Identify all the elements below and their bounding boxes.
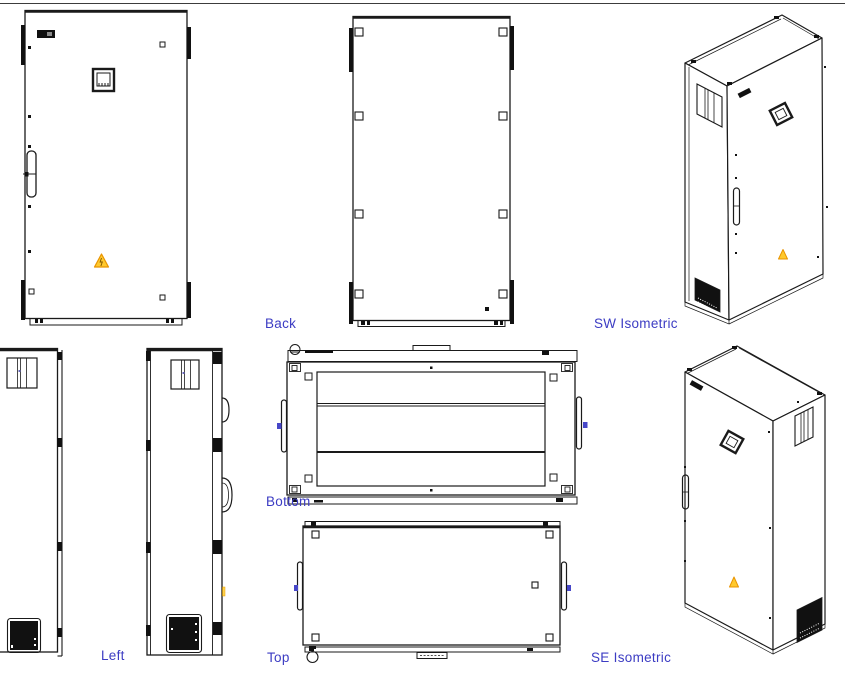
left-side-view-drawing[interactable] — [140, 340, 240, 670]
bottom-vent-icon — [165, 613, 203, 654]
bottom-vent-icon — [694, 277, 721, 313]
louver-panel-icon — [316, 371, 546, 487]
nameplate-icon — [737, 87, 752, 99]
display-window-icon — [719, 429, 745, 455]
fastener-squares — [311, 530, 554, 642]
view-label-top: Top — [267, 650, 290, 665]
side-vent-grille-icon — [794, 406, 814, 447]
caster-circle — [289, 344, 301, 355]
back-view-drawing[interactable] — [335, 12, 517, 332]
door-handle-icon — [681, 474, 690, 510]
door-handle-icon — [23, 150, 37, 198]
cabinet-front-face — [684, 371, 774, 651]
se-isometric-view-drawing[interactable] — [655, 340, 845, 684]
side-handles — [294, 561, 571, 611]
view-label-left: Left — [101, 648, 125, 663]
view-label-sw-isometric: SW Isometric — [594, 316, 678, 331]
center-tab — [416, 652, 448, 659]
warning-triangle-icon — [729, 576, 739, 588]
top-panel-outline — [302, 525, 561, 646]
back-panel-outline — [352, 15, 511, 322]
bottom-vent-icon — [6, 617, 42, 654]
flange-ticks — [311, 522, 548, 526]
back-flange — [304, 521, 561, 527]
cabinet-front-face — [726, 37, 824, 321]
front-flange — [304, 646, 561, 653]
side-vent-grille-icon — [696, 83, 723, 128]
side-panel-outline — [146, 347, 223, 656]
door-edge-dots — [684, 431, 771, 619]
base-rail — [357, 320, 506, 327]
caster-circle — [306, 646, 319, 664]
nameplate-icon — [689, 380, 704, 391]
door-edge-latches — [57, 352, 62, 637]
door-edge-dots — [735, 66, 828, 258]
bottom-panel-outline — [286, 361, 576, 496]
front-flange — [287, 496, 578, 505]
base-rail-ticks — [361, 321, 503, 325]
bottom-view-drawing[interactable] — [270, 340, 595, 510]
cabinet-door-outline — [24, 9, 188, 320]
fastener-squares — [304, 372, 558, 483]
hinge-bars — [21, 25, 191, 320]
warning-triangle-icon — [778, 249, 788, 260]
base-rail — [29, 318, 183, 326]
display-window-icon — [768, 101, 794, 127]
sw-isometric-view-drawing[interactable] — [655, 5, 845, 335]
bottom-vent-icon — [796, 596, 823, 644]
side-vent-grille-icon — [170, 359, 200, 390]
fastener-squares — [354, 27, 508, 299]
warning-label-edge — [222, 586, 226, 597]
side-panel-outline — [0, 347, 59, 653]
view-label-bottom: Bottom — [266, 494, 311, 509]
view-label-back: Back — [265, 316, 297, 331]
display-window-icon — [91, 67, 116, 93]
door-edge-dots — [28, 46, 31, 253]
lifting-tab — [412, 345, 451, 351]
center-dots — [430, 366, 433, 492]
right-side-view-drawing[interactable] — [0, 340, 70, 670]
hinge-bars — [349, 26, 514, 324]
base-rail-ticks — [35, 319, 174, 323]
hinge-marks — [146, 351, 222, 636]
door-handle-profile — [221, 397, 233, 513]
warning-triangle-icon — [93, 253, 110, 268]
fastener-squares — [28, 41, 166, 301]
drain-plug — [485, 307, 489, 311]
front-view-drawing[interactable] — [20, 8, 192, 330]
flange-marks — [305, 350, 549, 355]
corner-brackets — [289, 363, 573, 494]
side-handles — [277, 396, 588, 453]
corner-fittings — [691, 16, 819, 85]
top-view-drawing[interactable] — [285, 518, 585, 668]
side-vent-grille-icon — [6, 357, 38, 389]
door-handle-icon — [732, 187, 741, 226]
corner-fittings — [687, 346, 822, 403]
sheet-top-border — [0, 3, 845, 4]
nameplate-icon — [37, 30, 55, 38]
view-label-se-isometric: SE Isometric — [591, 650, 672, 665]
